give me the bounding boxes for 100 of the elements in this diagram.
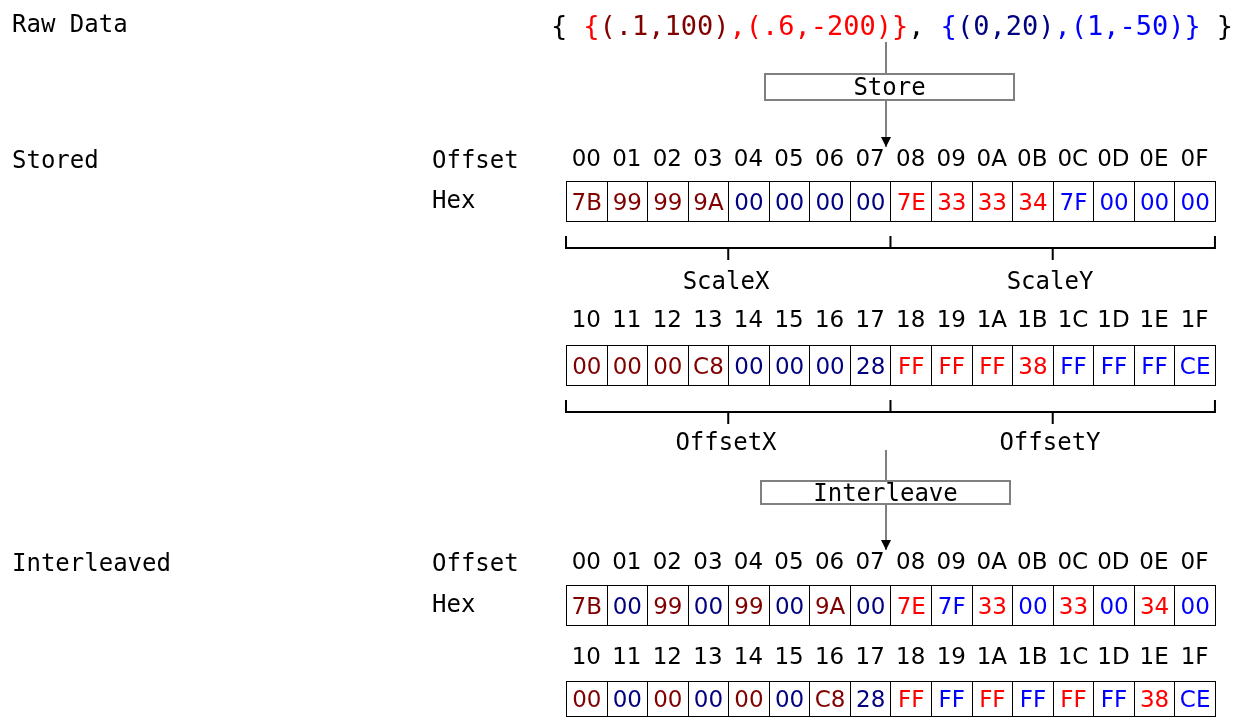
row-label: Hex	[432, 188, 476, 212]
byte-offset: 1D	[1096, 645, 1131, 668]
byte-offset: 1B	[1016, 308, 1049, 331]
byte-offset: 17	[854, 308, 886, 331]
byte-offset: 09	[935, 550, 967, 576]
hex-byte: 00	[1012, 585, 1054, 626]
hex-byte: 00	[566, 681, 608, 717]
byte-offset: 05	[773, 550, 805, 576]
byte-offset: 0F	[1179, 147, 1210, 173]
hex-byte: 34	[1012, 181, 1054, 222]
hex-byte: 00	[687, 681, 730, 717]
hex-byte: 00	[566, 345, 608, 386]
byte-offset: 01	[611, 147, 643, 173]
hex-byte: 00	[687, 585, 730, 626]
byte-offset: 0D	[1096, 550, 1131, 576]
hex-byte: 99	[606, 181, 649, 222]
byte-offset: 1A	[975, 308, 1009, 331]
hex-byte: 00	[606, 681, 649, 717]
brace: {	[550, 11, 568, 39]
byte-offset: 0E	[1138, 550, 1170, 576]
hex-byte: 00	[768, 181, 811, 222]
hex-byte: 33	[971, 585, 1014, 626]
data-point: ,(.6,-200)}	[729, 11, 909, 39]
data-point: (0,20)	[956, 11, 1055, 39]
hex-byte: 34	[1133, 585, 1176, 626]
hex-byte: 00	[1174, 181, 1216, 222]
hex-byte: 00	[768, 345, 811, 386]
byte-offset: 1D	[1096, 308, 1131, 331]
byte-offset: 1A	[975, 645, 1009, 668]
hex-byte: 7B	[566, 181, 608, 222]
hex-byte: 00	[768, 681, 811, 717]
byte-offset: 08	[895, 147, 927, 173]
hex-byte: 00	[1174, 585, 1216, 626]
byte-offset: 12	[651, 308, 683, 331]
hex-byte: FF	[1052, 345, 1095, 386]
byte-offset: 07	[854, 550, 886, 576]
hex-byte: 00	[809, 181, 851, 222]
hex-byte: 7E	[890, 585, 932, 626]
brace: }	[1216, 11, 1233, 39]
hex-byte: 7F	[1052, 181, 1095, 222]
data-point: ,(1,-50)}	[1054, 11, 1201, 39]
byte-offset: 0B	[1016, 550, 1049, 576]
hex-byte: 00	[647, 681, 689, 717]
hex-byte: 33	[931, 181, 973, 222]
byte-offset: 02	[651, 550, 683, 576]
byte-offset: 16	[814, 645, 846, 668]
hex-byte: 9A	[809, 585, 851, 626]
hex-byte: FF	[931, 345, 973, 386]
hex-byte: 38	[1133, 681, 1176, 717]
hex-byte: 00	[728, 681, 770, 717]
byte-offset: 18	[895, 308, 927, 331]
section-label: Interleaved	[12, 551, 171, 575]
hex-byte: 00	[728, 181, 770, 222]
hex-byte: FF	[1133, 345, 1176, 386]
byte-offset: 06	[813, 147, 846, 173]
hex-byte: 00	[1133, 181, 1176, 222]
byte-offset: 15	[773, 308, 805, 331]
hex-byte: FF	[890, 345, 932, 386]
byte-offset: 13	[692, 308, 724, 331]
process-box: Store	[764, 73, 1015, 101]
byte-offset: 0A	[975, 147, 1008, 173]
hex-byte: CE	[1174, 345, 1216, 386]
byte-offset: 15	[773, 645, 805, 668]
byte-offset: 1B	[1016, 645, 1049, 668]
hex-byte: 00	[849, 585, 892, 626]
section-label: Stored	[12, 148, 99, 172]
field-label: OffsetX	[674, 430, 778, 454]
data-point: (.1,100)	[599, 11, 730, 39]
hex-byte: 00	[1093, 585, 1135, 626]
byte-offset: 14	[732, 645, 765, 668]
arrow	[881, 504, 891, 551]
hex-byte: 00	[768, 585, 811, 626]
byte-offset: 14	[732, 308, 765, 331]
byte-offset: 0C	[1056, 550, 1090, 576]
row-label: Offset	[432, 551, 519, 575]
byte-offset: 1C	[1056, 308, 1090, 331]
brace: {	[940, 11, 957, 39]
section-label: Raw Data	[12, 12, 128, 36]
byte-offset: 17	[854, 645, 886, 668]
hex-byte: FF	[1093, 345, 1135, 386]
byte-offset: 1E	[1138, 308, 1170, 331]
hex-byte: 33	[1052, 585, 1095, 626]
hex-byte: 99	[728, 585, 770, 626]
hex-byte: 99	[647, 585, 689, 626]
byte-offset: 1C	[1056, 645, 1090, 668]
hex-byte: FF	[890, 681, 932, 717]
hex-byte: 28	[849, 681, 892, 717]
hex-byte: 00	[606, 585, 649, 626]
byte-offset: 0C	[1056, 147, 1090, 173]
byte-offset: 00	[570, 147, 602, 173]
hex-byte: FF	[971, 345, 1014, 386]
byte-offset: 07	[854, 147, 886, 173]
hex-byte: 00	[1093, 181, 1135, 222]
field-label: ScaleY	[1005, 269, 1095, 293]
byte-offset: 1F	[1179, 308, 1210, 331]
hex-byte: 00	[809, 345, 851, 386]
byte-offset: 09	[935, 147, 967, 173]
byte-offset: 12	[651, 645, 683, 668]
byte-offset: 00	[570, 550, 602, 576]
hex-byte: C8	[687, 345, 730, 386]
